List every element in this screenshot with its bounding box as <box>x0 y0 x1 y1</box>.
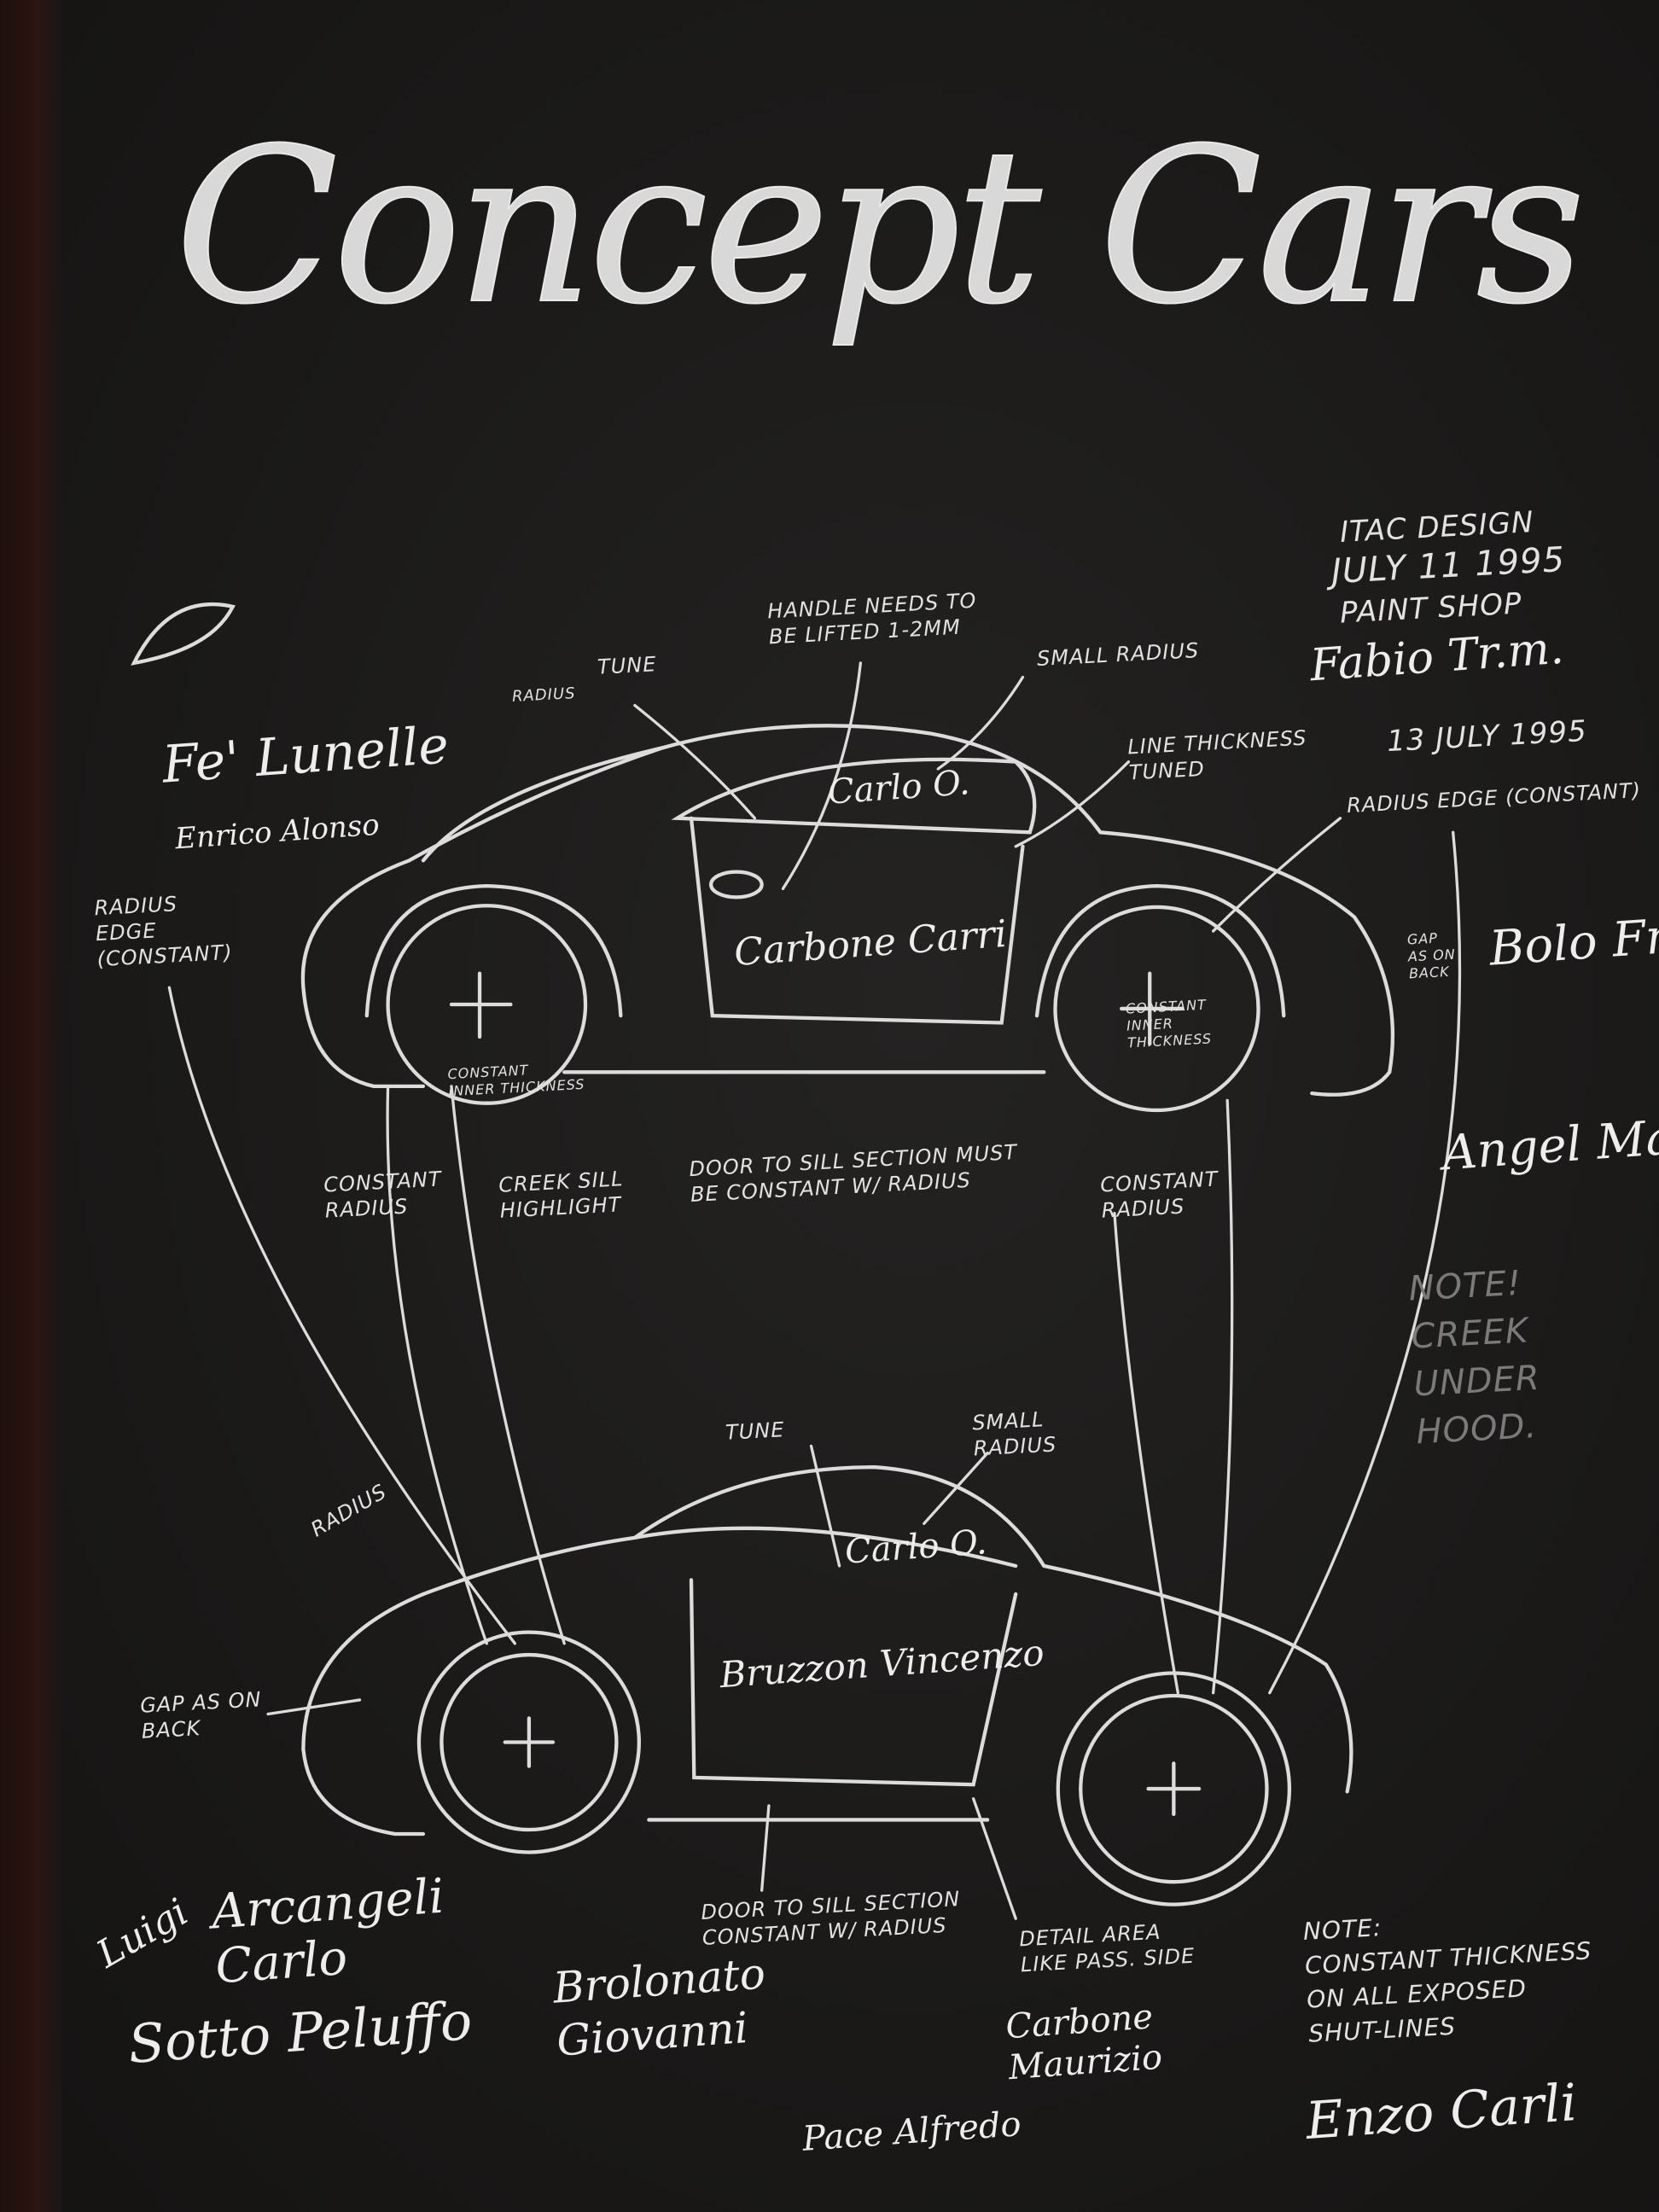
signature-carbone: Carbone Maurizio <box>1004 1997 1164 2088</box>
annotation-gap-right: GAP AS ON BACK <box>1406 929 1457 982</box>
annotation-creek-sill: CREEK SILL HIGHLIGHT <box>498 1167 625 1223</box>
annotation-radius-upper: RADIUS <box>511 684 577 706</box>
bottom-car-sketch <box>301 1465 1353 1906</box>
annotation-handle: HANDLE NEEDS TO BE LIFTED 1-2mm <box>766 588 978 649</box>
annotation-line-thickness: LINE THICKNESS TUNED <box>1126 725 1308 785</box>
annotation-wheel-right: CONSTANT INNER THICKNESS <box>1125 996 1213 1051</box>
annotation-gap-bottom: GAP AS ON BACK <box>139 1687 263 1743</box>
annotation-constant-radius-right: CONSTANT RADIUS <box>1099 1167 1220 1223</box>
signature-brolonato: Brolonato Giovanni <box>551 1948 767 2066</box>
badge-sketch <box>131 602 236 666</box>
annotation-radius-edge-left: RADIUS EDGE (CONSTANT) <box>93 892 234 972</box>
annotation-tune-bottom: TUNE <box>725 1417 786 1445</box>
annotation-constant-radius-left: CONSTANT RADIUS <box>323 1167 443 1223</box>
leader-lines <box>167 661 1462 1920</box>
cover-title: Concept Cars <box>174 102 1586 352</box>
annotation-detail-area: DETAIL AREA LIKE PASS. SIDE <box>1018 1919 1196 1977</box>
note-creek-under-hood: NOTE! CREEK UNDER HOOD. <box>1407 1263 1541 1452</box>
annotation-small-radius-bottom: SMALL RADIUS <box>971 1407 1057 1461</box>
book-spine-edge <box>0 0 61 2212</box>
annotation-constant-inner: CONSTANT INNER THICKNESS <box>447 1062 585 1100</box>
top-car-sketch <box>300 724 1395 1113</box>
signature-arcangeli: Arcangeli Carlo <box>209 1868 446 1995</box>
note-constant-thickness: NOTE: CONSTANT THICKNESS ON ALL EXPOSED … <box>1302 1913 1593 2048</box>
annotation-tune: TUNE <box>597 652 658 679</box>
